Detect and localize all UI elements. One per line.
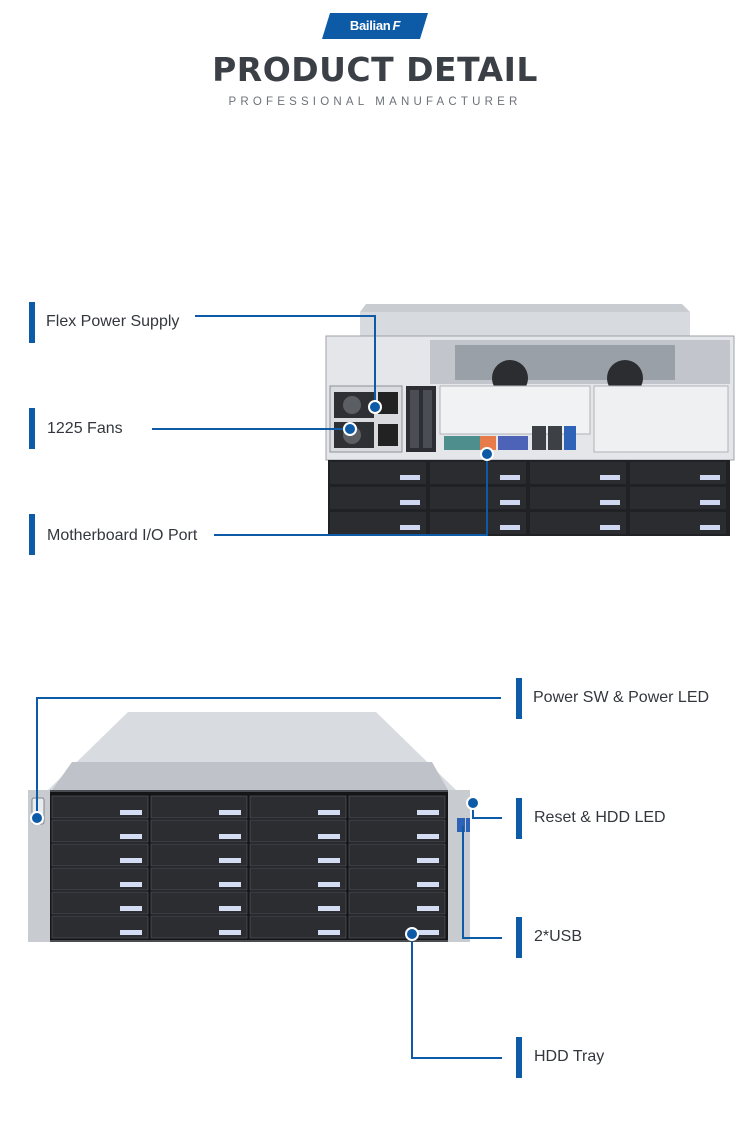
motherboard-io-port-marker bbox=[29, 514, 35, 555]
brand-mark: F bbox=[392, 18, 401, 33]
motherboard-io-callout-rise bbox=[486, 454, 488, 536]
fans-callout-line bbox=[152, 428, 350, 430]
usb-callout-drop bbox=[462, 826, 464, 939]
hdd-tray-label: HDD Tray bbox=[534, 1048, 605, 1065]
fans-marker bbox=[29, 408, 35, 449]
hdd-tray-callout-line bbox=[411, 1057, 502, 1059]
flex-power-supply-callout-line bbox=[195, 315, 375, 317]
hdd-tray-marker bbox=[516, 1037, 522, 1078]
usb-callout-line bbox=[462, 937, 502, 939]
brand-name: Bailian bbox=[349, 18, 391, 33]
power-sw-callout-line bbox=[36, 697, 501, 699]
power-sw-power-led-label: Power SW & Power LED bbox=[533, 689, 710, 706]
power-sw-power-led-marker bbox=[516, 678, 522, 719]
flex-power-supply-callout-drop bbox=[374, 315, 376, 407]
hdd-tray-callout-drop bbox=[411, 935, 413, 1059]
usb-label: 2*USB bbox=[534, 928, 583, 945]
reset-hdd-led-label: Reset & HDD LED bbox=[534, 809, 666, 826]
flex-power-supply-marker bbox=[29, 302, 35, 343]
brand-logo-badge bbox=[322, 13, 428, 39]
flex-power-supply-label: Flex Power Supply bbox=[46, 313, 180, 330]
reset-hdd-led-marker bbox=[516, 798, 522, 839]
power-sw-callout-drop bbox=[36, 697, 38, 815]
page-title: PRODUCT DETAIL bbox=[212, 50, 538, 89]
page-subtitle: PROFESSIONAL MANUFACTURER bbox=[228, 96, 522, 108]
motherboard-io-callout-line bbox=[214, 534, 487, 536]
reset-hdd-callout-drop bbox=[472, 803, 474, 819]
fans-label: 1225 Fans bbox=[47, 420, 123, 437]
usb-marker bbox=[516, 917, 522, 958]
motherboard-io-port-label: Motherboard I/O Port bbox=[47, 527, 198, 544]
reset-hdd-callout-line bbox=[472, 817, 502, 819]
